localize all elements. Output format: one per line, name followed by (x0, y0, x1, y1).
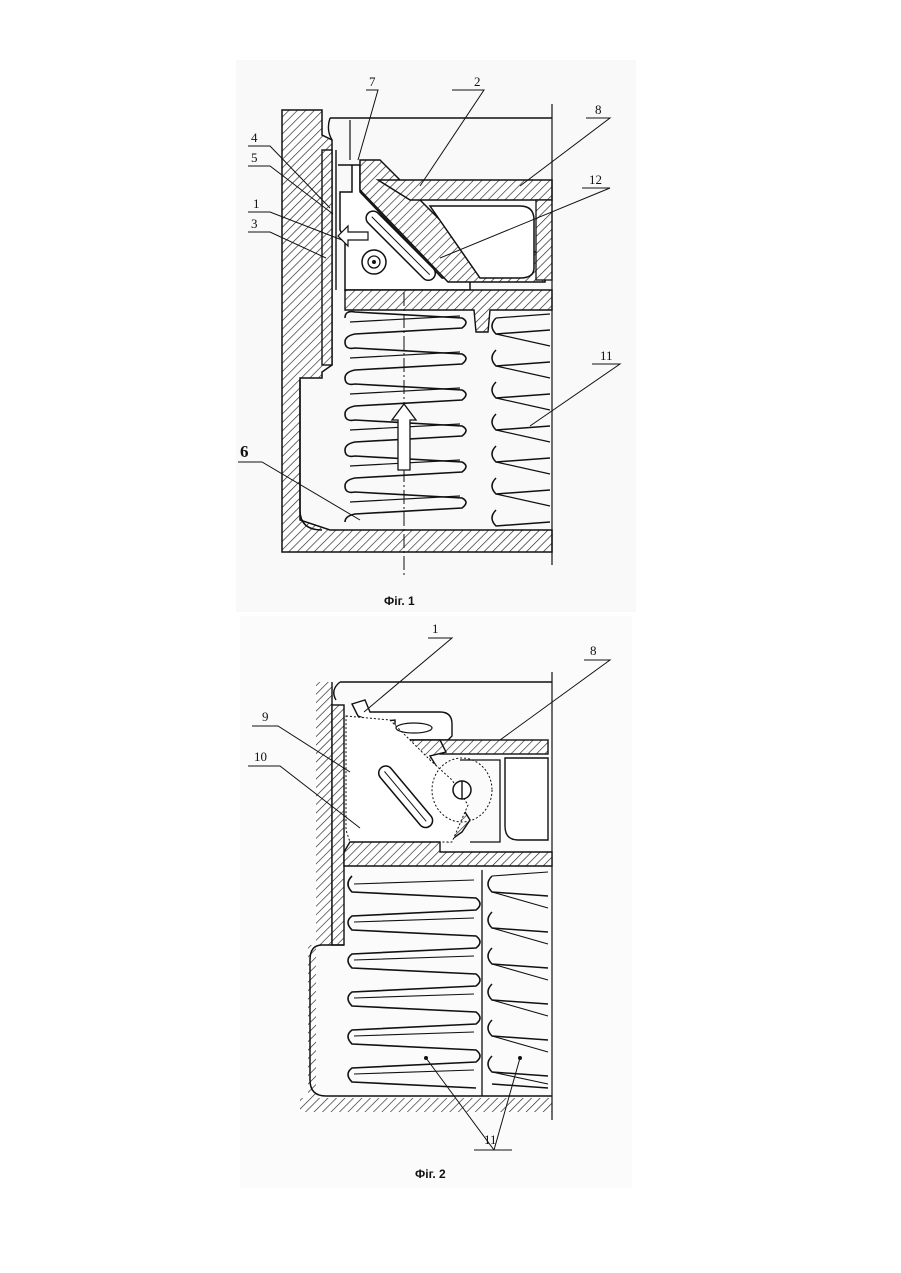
figure-2: 1 8 9 10 11 Фіг. 2 (240, 616, 632, 1188)
figure-1: 7 2 8 4 5 12 1 3 11 6 Фіг. 1 (236, 60, 636, 612)
fig1-label-2: 2 (474, 74, 481, 89)
figure-1-caption: Фіг. 1 (384, 594, 415, 608)
fig1-label-11: 11 (600, 348, 613, 363)
fig2-label-8: 8 (590, 643, 597, 658)
plate-strip (332, 705, 344, 945)
fig2-label-11: 11 (484, 1132, 497, 1147)
figure-2-caption: Фіг. 2 (415, 1167, 446, 1181)
fig2-label-9: 9 (262, 709, 269, 724)
top-wall-8 (378, 180, 552, 200)
fig1-label-7: 7 (369, 74, 376, 89)
fig1-label-3: 3 (251, 216, 258, 231)
fig1-label-8: 8 (595, 102, 602, 117)
housing-floor (300, 1098, 552, 1112)
plate-3 (322, 150, 332, 365)
fig1-label-1: 1 (253, 196, 260, 211)
fig1-label-6: 6 (240, 442, 249, 461)
top-wall-8 (440, 740, 548, 754)
fig1-label-12: 12 (589, 172, 602, 187)
fig1-label-4: 4 (251, 130, 258, 145)
fig2-label-10: 10 (254, 749, 267, 764)
fig1-label-5: 5 (251, 150, 258, 165)
fig2-label-1: 1 (432, 621, 439, 636)
